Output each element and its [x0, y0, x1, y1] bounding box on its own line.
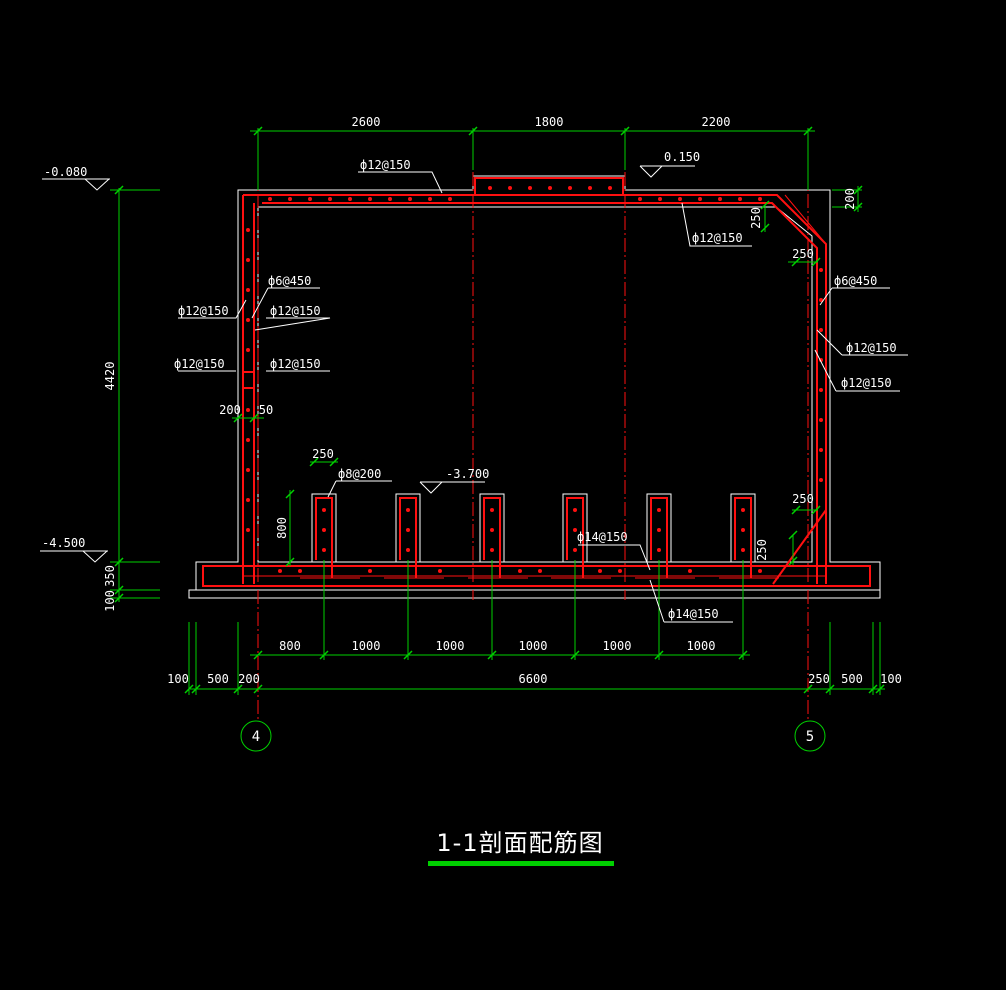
elevation-text: -0.080 0.150 -3.700 -4.500 [42, 150, 700, 550]
elevation-top-left: -0.080 [44, 165, 87, 179]
axis-label-4: 4 [252, 729, 260, 745]
dim-bottom-span-2: 1000 [352, 639, 381, 653]
dim-rib-height: 800 [275, 517, 289, 539]
dim-right-top: 200 [843, 188, 857, 210]
rebar [202, 177, 871, 587]
dim-corner-v: 250 [749, 207, 763, 229]
drawing-title-text: 1-1剖面配筋图 [436, 829, 603, 857]
dim-overall-2: 500 [207, 672, 229, 686]
rebar-text: ф12@150 ф12@150 ф6@450 ф12@150 ф12@150 ф… [174, 158, 897, 621]
dim-left-wall-2: 50 [259, 403, 273, 417]
dim-bottom-span-1: 800 [279, 639, 301, 653]
rebar-label-top-outer: ф12@150 [360, 158, 411, 172]
rebar-label-rib: ф8@200 [338, 467, 381, 481]
leader-lines [178, 171, 908, 623]
dim-bottom-span-3: 1000 [436, 639, 465, 653]
dim-overall-3: 200 [238, 672, 260, 686]
rebar-label-bottom-outer: ф14@150 [668, 607, 719, 621]
rebar-label-top-inner: ф12@150 [692, 231, 743, 245]
dim-top-3: 2200 [702, 115, 731, 129]
dimension-lines [110, 126, 885, 695]
rebar-label-bottom-inner: ф14@150 [577, 530, 628, 544]
dim-bottom-span-5: 1000 [603, 639, 632, 653]
dim-overall-4: 6600 [519, 672, 548, 686]
rebar-label-left-3: ф12@150 [174, 357, 225, 371]
elevation-top-right: 0.150 [664, 150, 700, 164]
rebar-label-right-1: ф12@150 [846, 341, 897, 355]
dim-left-wall-1: 200 [219, 403, 241, 417]
dim-top-2: 1800 [535, 115, 564, 129]
drawing-title: 1-1剖面配筋图 [428, 829, 614, 866]
dim-bottom-span-6: 1000 [687, 639, 716, 653]
elevation-base: -4.500 [42, 536, 85, 550]
dim-overall-6: 500 [841, 672, 863, 686]
dimension-text: 2600 1800 2200 4420 350 100 800 1000 100… [103, 115, 902, 686]
rebar-dots [246, 186, 823, 573]
grid-lines [257, 128, 809, 720]
dim-top-1: 2600 [352, 115, 381, 129]
dim-right-bottom-v: 250 [755, 539, 769, 561]
dim-rib-width: 250 [312, 447, 334, 461]
rebar-label-left-4: ф12@150 [270, 357, 321, 371]
axis-bubbles: 4 5 [240, 720, 826, 752]
concrete-outline [188, 175, 881, 599]
elevation-floor: -3.700 [446, 467, 489, 481]
dim-overall-1: 100 [167, 672, 189, 686]
dim-bottom-span-4: 1000 [519, 639, 548, 653]
axis-label-5: 5 [806, 729, 814, 745]
dim-right-bottom-h: 250 [792, 492, 814, 506]
rebar-label-left-tie: ф6@450 [268, 274, 311, 288]
rebar-label-right-2: ф12@150 [841, 376, 892, 390]
dim-left-4420: 4420 [103, 362, 117, 391]
dim-overall-5: 250 [808, 672, 830, 686]
dim-left-350: 350 [103, 565, 117, 587]
dim-left-100: 100 [103, 590, 117, 612]
dim-corner-h: 250 [792, 247, 814, 261]
rebar-label-left-1: ф12@150 [178, 304, 229, 318]
title-underline [428, 861, 614, 866]
dim-overall-7: 100 [880, 672, 902, 686]
rebar-label-left-2: ф12@150 [270, 304, 321, 318]
rebar-label-right-tie: ф6@450 [834, 274, 877, 288]
elevation-markers [40, 165, 695, 563]
